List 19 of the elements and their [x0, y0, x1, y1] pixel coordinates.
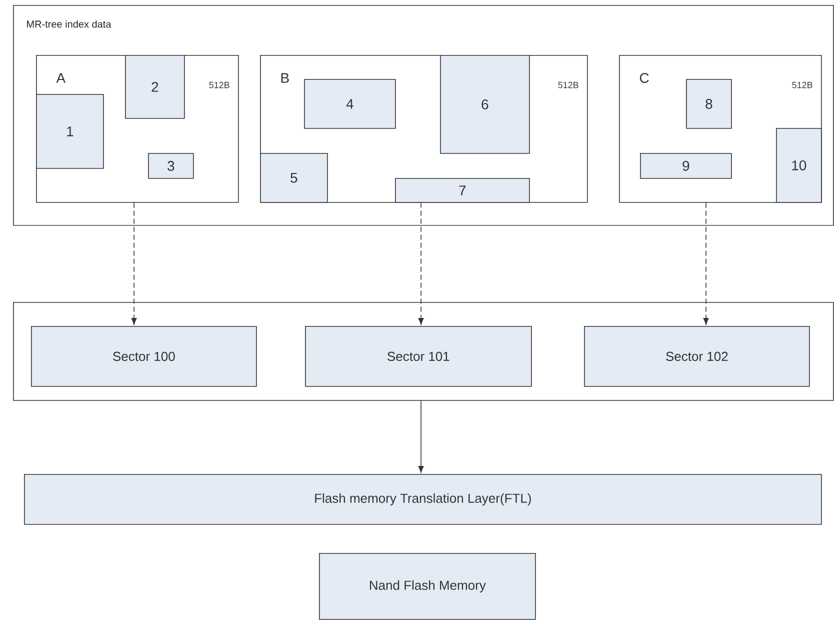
arrow: [418, 202, 424, 325]
layer-box: Sector 102: [584, 326, 810, 387]
layer-box: Sector 100: [31, 326, 257, 387]
data-rectangle: 2: [125, 55, 185, 119]
data-rectangle: 10: [776, 128, 822, 203]
data-rectangle: 9: [640, 153, 732, 179]
arrow: [131, 202, 137, 325]
data-rectangle: 8: [686, 79, 732, 129]
data-rectangle: 5: [260, 153, 328, 203]
data-rectangle: 1: [36, 94, 104, 169]
layer-box: Flash memory Translation Layer(FTL): [24, 474, 822, 525]
data-rectangle: 3: [148, 153, 194, 179]
arrow: [703, 202, 709, 325]
data-rectangle: 4: [304, 79, 396, 129]
layer-box: Nand Flash Memory: [319, 553, 536, 620]
arrow: [418, 400, 424, 473]
layer-box: Sector 101: [305, 326, 532, 387]
data-rectangle: 6: [440, 55, 530, 154]
data-rectangle: 7: [395, 178, 530, 203]
